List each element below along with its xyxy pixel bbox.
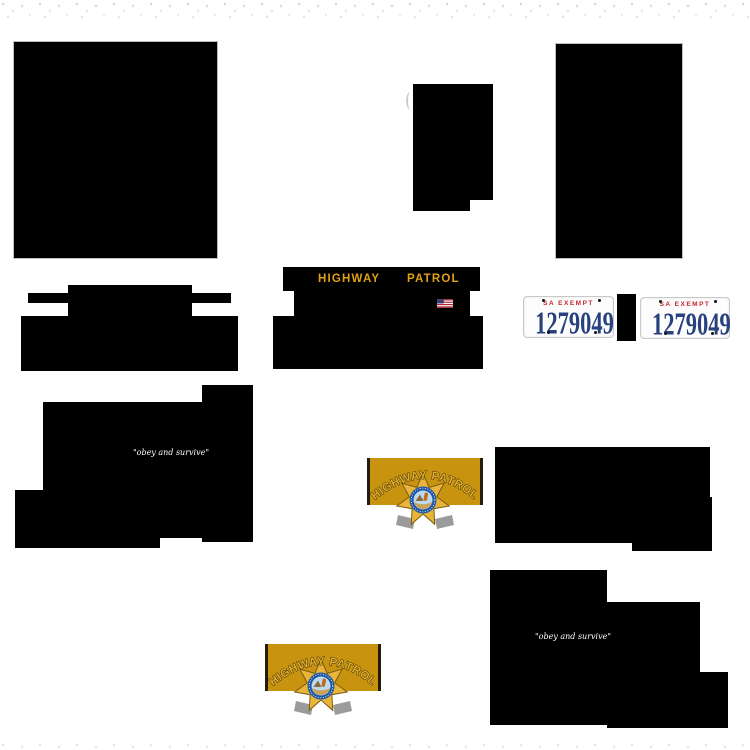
motto-text-right: "obey and survive" (534, 632, 612, 641)
license-plate-left: SA EXEMPT 1279049 (523, 296, 614, 341)
door-panel-left-part (18, 538, 160, 548)
plate-number: 1279049 (535, 306, 614, 341)
plate-number: 1279049 (652, 307, 731, 342)
license-plate-right: SA EXEMPT 1279049 (640, 297, 731, 342)
push-bar-arm-left (28, 293, 68, 303)
panel-hood-black (495, 447, 710, 543)
panel-top-right-black (555, 43, 683, 259)
door-panel-left: "obey and survive" (15, 385, 253, 548)
plate-bolt-icon (710, 332, 714, 336)
plate-bolt-icon (658, 300, 662, 304)
plate-bolt-icon (714, 300, 718, 304)
push-bar-center (68, 285, 192, 316)
door-panel-right-part (490, 570, 607, 725)
panel-roof-black (13, 41, 218, 259)
chp-door-badge: HIGHWAY PATROL (265, 644, 381, 715)
trunk-decal: HIGHWAY PATROL (273, 267, 483, 369)
highway-label: HIGHWAY (318, 273, 381, 285)
door-panel-right: "obey and survive" (490, 570, 728, 728)
ribbon-right (333, 701, 352, 715)
push-bar-arm-right (192, 293, 231, 303)
noise-band-bottom (0, 741, 750, 750)
panel-hood-black-step (707, 497, 712, 551)
plate-bolt-icon (594, 331, 598, 335)
plate-exempt-label: SA EXEMPT (543, 300, 594, 307)
panel-hood-black-step (632, 543, 712, 551)
panel-pillar-black-step (413, 200, 470, 211)
trunk-decal-bottom-bar (273, 316, 483, 369)
pillar-trim-mark (406, 92, 415, 110)
plate-spacer-black (617, 294, 636, 341)
plate-exempt-label: SA EXEMPT (659, 301, 711, 308)
motto-text-left: "obey and survive" (132, 448, 210, 457)
ribbon-left (396, 515, 415, 529)
us-flag-icon (437, 299, 453, 308)
plate-bolt-icon (597, 299, 601, 303)
push-bar-shape (21, 285, 238, 371)
patrol-label: PATROL (407, 273, 460, 285)
chp-door-badge: HIGHWAY PATROL (367, 458, 483, 529)
trunk-decal-top-bar: HIGHWAY PATROL (283, 267, 480, 291)
push-bar-base (21, 316, 238, 371)
door-panel-left-part (43, 402, 253, 538)
plate-bolt-icon (547, 331, 551, 335)
plate-bolt-icon (663, 332, 667, 336)
ribbon-right (435, 515, 454, 529)
door-panel-right-part (698, 672, 728, 728)
panel-pillar-black (413, 84, 493, 200)
noise-band-top (0, 0, 750, 20)
plate-bolt-icon (541, 299, 545, 303)
door-panel-right-part (607, 602, 700, 728)
ribbon-left (294, 701, 313, 715)
